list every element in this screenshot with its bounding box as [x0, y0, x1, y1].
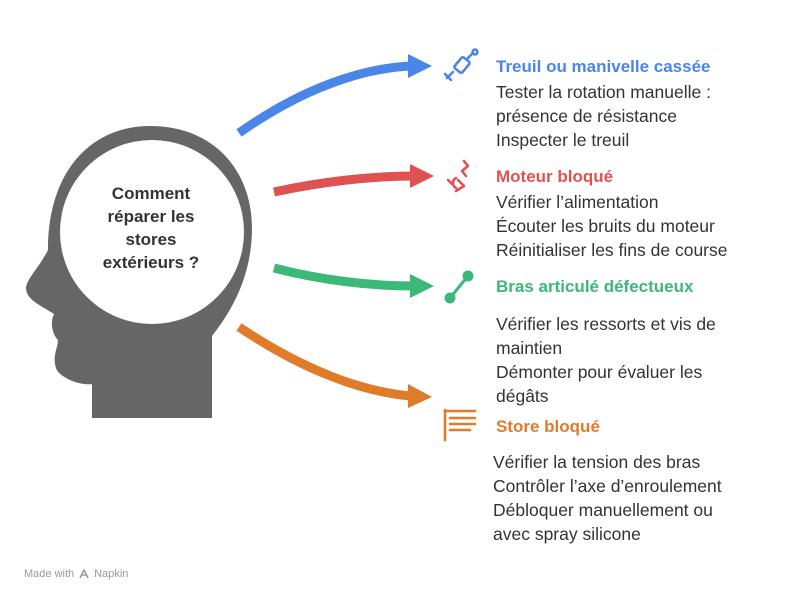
wrench-crank-icon — [443, 48, 479, 82]
branch-line: Inspecter le treuil — [496, 130, 630, 150]
branch-line: maintien — [496, 338, 563, 358]
arrow-moteur — [273, 171, 415, 197]
arrow-store — [236, 323, 413, 401]
arrowhead-moteur — [410, 164, 434, 188]
question-line: Comment — [111, 184, 191, 203]
branch-line: Réinitialiser les fins de course — [496, 240, 728, 260]
question-line: réparer les — [107, 207, 195, 226]
branch-title-store: Store bloqué — [496, 417, 600, 436]
branch-title-treuil: Treuil ou manivelle cassée — [496, 57, 711, 76]
articulated-arm-icon — [444, 270, 474, 304]
branch-line: avec spray silicone — [493, 524, 641, 544]
branch-line: Écouter les bruits du moteur — [496, 216, 715, 236]
awning-icon — [443, 408, 477, 442]
question-line: stores — [125, 230, 177, 249]
arrowhead-store — [408, 384, 432, 408]
arrowhead-treuil — [408, 54, 432, 78]
branch-line: présence de résistance — [496, 106, 677, 126]
branch-title-bras: Bras articulé défectueux — [496, 277, 694, 296]
branch-line: Tester la rotation manuelle : — [496, 82, 711, 102]
made-with-label: Made with — [24, 568, 75, 580]
branch-line: Débloquer manuellement ou — [493, 500, 713, 520]
head-inner-circle — [60, 140, 244, 324]
arrow-bras — [272, 263, 415, 291]
napkin-brand: Napkin — [94, 568, 129, 580]
branch-line: Démonter pour évaluer les — [496, 362, 703, 382]
branch-line: Vérifier la tension des bras — [493, 452, 701, 472]
arrowhead-bras — [410, 274, 434, 298]
branch-line: Vérifier les ressorts et vis de — [496, 314, 716, 334]
arrow-treuil — [236, 61, 413, 137]
motor-link-icon — [446, 159, 470, 193]
branch-title-moteur: Moteur bloqué — [496, 167, 614, 186]
branch-line: dégâts — [496, 386, 549, 406]
central-question: Comment réparer les stores extérieurs ? — [88, 182, 214, 274]
branch-line: Contrôler l’axe d’enroulement — [493, 476, 722, 496]
made-with-footer: Made with Napkin — [24, 568, 128, 580]
napkin-logo-icon — [79, 568, 89, 579]
question-line: extérieurs ? — [102, 253, 200, 272]
branch-line: Vérifier l’alimentation — [496, 192, 659, 212]
